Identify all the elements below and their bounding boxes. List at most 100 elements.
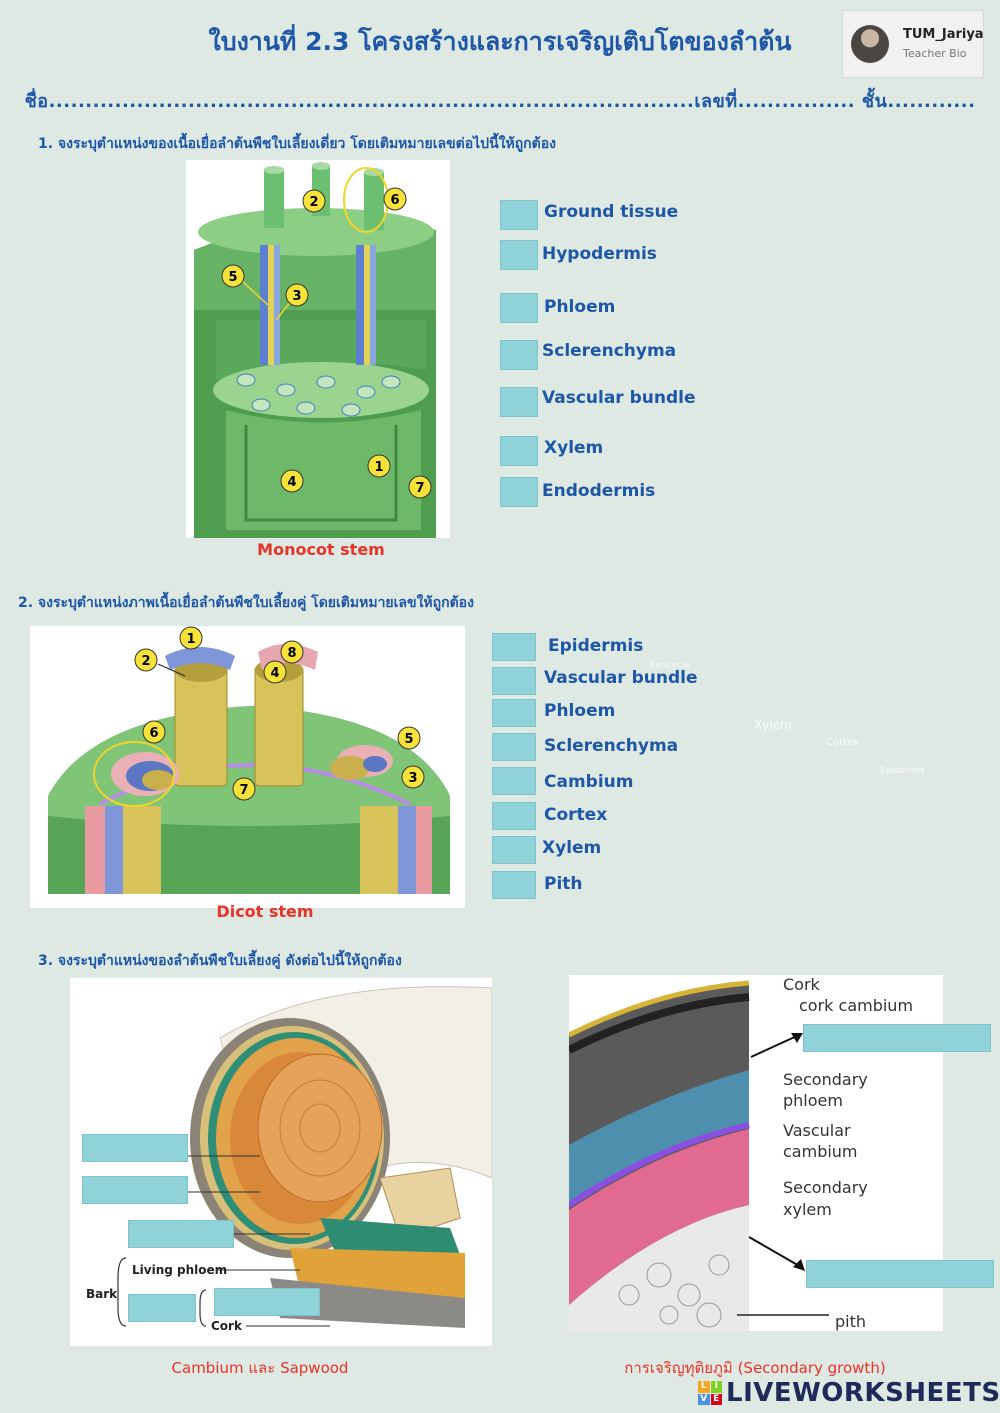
- answer-box-vascular-bundle-2[interactable]: [492, 667, 536, 695]
- marker-4: 4: [280, 469, 304, 493]
- svg-text:6: 6: [149, 726, 158, 741]
- label-phloem-2: Phloem: [544, 701, 616, 721]
- brand-text: LIVEWORKSHEETS: [726, 1378, 1000, 1408]
- svg-text:1: 1: [374, 460, 383, 475]
- marker-7: 7: [408, 475, 432, 499]
- svg-text:5: 5: [228, 270, 237, 285]
- question-3: 3. จงระบุตำแหน่งของลำต้นพืชใบเลี้ยงคู่ ด…: [38, 953, 402, 969]
- answer-box-sclerenchyma[interactable]: [500, 340, 538, 370]
- question-1: 1. จงระบุตำแหน่งของเนื้อเยื่อลำต้นพืชใบเ…: [38, 136, 556, 152]
- answer-box-cortex[interactable]: [492, 802, 536, 830]
- faint-label-xylem: Xylem: [754, 718, 792, 732]
- label-vascular-bundle: Vascular bundle: [542, 388, 696, 408]
- marker-3: 3: [285, 283, 309, 307]
- answer-box-phloem[interactable]: [500, 293, 538, 323]
- dicot-caption: Dicot stem: [216, 902, 314, 921]
- marker-3: 3: [401, 765, 425, 789]
- svg-text:6: 6: [390, 193, 399, 208]
- student-info-line: ชื่อ....................................…: [24, 91, 976, 112]
- answer-box-cambium[interactable]: [492, 767, 536, 795]
- svg-text:7: 7: [415, 481, 424, 496]
- answer-box-wood-1[interactable]: [82, 1134, 188, 1162]
- svg-text:Secondary: Secondary: [783, 1178, 868, 1197]
- label-xylem-2: Xylem: [542, 838, 602, 858]
- monocot-stem-illustration: 1 2 3 4 5 6 7: [194, 162, 436, 538]
- cork-label: Cork: [211, 1319, 242, 1333]
- svg-text:3: 3: [408, 771, 417, 786]
- svg-text:cambium: cambium: [783, 1142, 858, 1161]
- svg-text:5: 5: [404, 732, 413, 747]
- marker-1: 1: [179, 626, 203, 650]
- label-cortex: Cortex: [544, 805, 608, 825]
- label-xylem: Xylem: [544, 438, 604, 458]
- dicot-stem-figure: 1 2 3 4 5 6 7 8: [30, 626, 465, 908]
- marker-8: 8: [280, 640, 304, 664]
- avatar: [851, 25, 889, 63]
- answer-box-vascular-bundle[interactable]: [500, 387, 538, 417]
- marker-5: 5: [397, 726, 421, 750]
- teacher-profile-card[interactable]: TUM_Jariya Teacher Bio: [842, 10, 984, 78]
- liveworksheets-brand[interactable]: L I V E LIVEWORKSHEETS: [698, 1377, 1000, 1409]
- svg-text:Secondary: Secondary: [783, 1070, 868, 1089]
- answer-box-ground-tissue[interactable]: [500, 200, 538, 230]
- dicot-stem-illustration: 1 2 3 4 5 6 7 8: [48, 626, 450, 894]
- label-endodermis: Endodermis: [542, 481, 656, 501]
- answer-box-sclerenchyma-2[interactable]: [492, 733, 536, 761]
- svg-text:3: 3: [292, 289, 301, 304]
- page-title: ใบงานที่ 2.3 โครงสร้างและการเจริญเติบโตข…: [208, 27, 792, 56]
- answer-box-pith[interactable]: [492, 871, 536, 899]
- marker-6: 6: [142, 720, 166, 744]
- answer-box-wood-5[interactable]: [214, 1288, 320, 1316]
- marker-1: 1: [367, 454, 391, 478]
- svg-text:7: 7: [239, 783, 248, 798]
- svg-text:2: 2: [141, 654, 150, 669]
- monocot-stem-figure: 1 2 3 4 5 6 7: [186, 160, 450, 538]
- marker-4: 4: [263, 660, 287, 684]
- wood-caption: Cambium และ Sapwood: [171, 1359, 349, 1377]
- label-sclerenchyma: Sclerenchyma: [542, 341, 677, 361]
- answer-box-phloem-2[interactable]: [492, 699, 536, 727]
- marker-2: 2: [302, 189, 326, 213]
- svg-text:2: 2: [309, 195, 318, 210]
- label-sclerenchyma-2: Sclerenchyma: [544, 736, 679, 756]
- label-epidermis: Epidermis: [548, 636, 644, 656]
- label-vascular-bundle-2: Vascular bundle: [544, 668, 698, 688]
- svg-text:1: 1: [186, 632, 195, 647]
- answer-box-micro-2[interactable]: [806, 1260, 994, 1288]
- label-hypodermis: Hypodermis: [542, 244, 657, 264]
- svg-text:4: 4: [270, 666, 279, 681]
- answer-box-micro-1[interactable]: [803, 1024, 991, 1052]
- living-phloem-label: Living phloem: [132, 1263, 228, 1277]
- label-phloem: Phloem: [544, 297, 616, 317]
- faint-label-epidermis: Epidermis: [880, 766, 925, 776]
- dicot-markers: 1 2 3 4 5 6 7 8: [134, 626, 425, 801]
- marker-6: 6: [383, 187, 407, 211]
- marker-5: 5: [221, 264, 245, 288]
- svg-text:phloem: phloem: [783, 1091, 843, 1110]
- label-pith: Pith: [544, 874, 583, 894]
- answer-box-wood-4[interactable]: [128, 1294, 196, 1322]
- answer-box-wood-2[interactable]: [82, 1176, 188, 1204]
- svg-text:4: 4: [287, 475, 296, 490]
- svg-text:xylem: xylem: [783, 1200, 832, 1219]
- wood-trunk-illustration: [70, 978, 492, 1346]
- faint-label-cortex: Cortex: [826, 737, 860, 748]
- liveworksheets-logo-icon: L I V E: [698, 1381, 722, 1405]
- faint-label-pericycle: Pericycle: [650, 661, 691, 671]
- svg-text:8: 8: [287, 646, 296, 661]
- svg-text:Vascular: Vascular: [783, 1121, 851, 1140]
- answer-box-endodermis[interactable]: [500, 477, 538, 507]
- teacher-role: Teacher Bio: [903, 47, 967, 60]
- question-2: 2. จงระบุตำแหน่งภาพเนื้อเยื่อลำต้นพืชใบเ…: [18, 595, 474, 611]
- label-cambium: Cambium: [544, 772, 634, 792]
- answer-box-epidermis[interactable]: [492, 633, 536, 661]
- answer-box-wood-3[interactable]: [128, 1220, 234, 1248]
- svg-text:cork cambium: cork cambium: [799, 996, 913, 1015]
- answer-box-xylem[interactable]: [500, 436, 538, 466]
- svg-text:Cork: Cork: [783, 975, 821, 994]
- label-ground-tissue: Ground tissue: [544, 202, 679, 222]
- secondary-growth-figure: Cork cork cambium Secondary phloem Vascu…: [569, 975, 943, 1331]
- monocot-caption: Monocot stem: [257, 540, 385, 559]
- answer-box-hypodermis[interactable]: [500, 240, 538, 270]
- answer-box-xylem-2[interactable]: [492, 836, 536, 864]
